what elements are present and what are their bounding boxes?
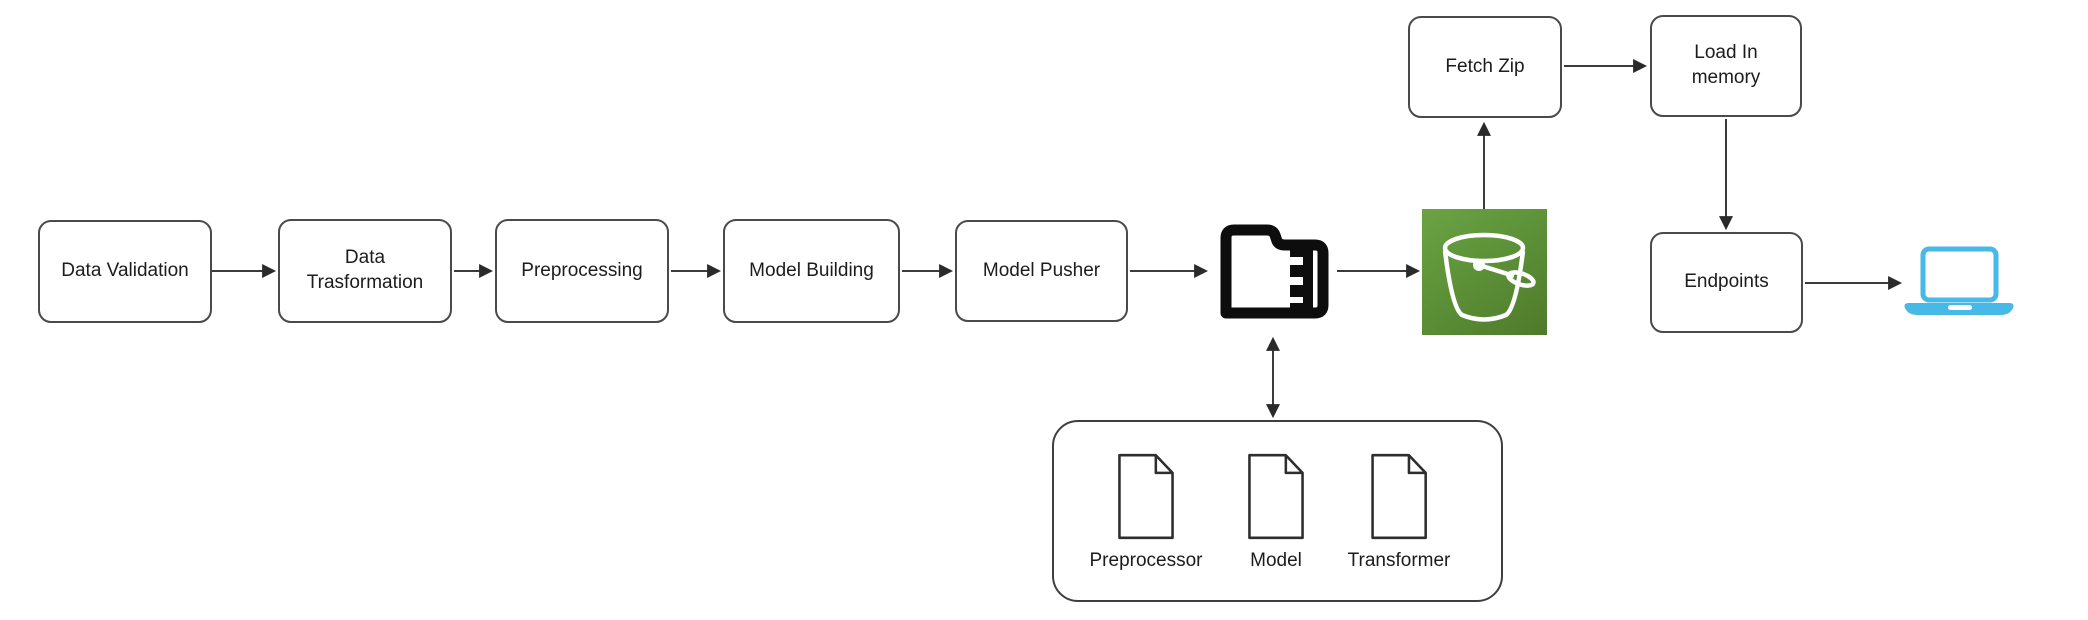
artifact-preprocessor: Preprocessor <box>1090 452 1203 572</box>
artifact-label: Transformer <box>1347 550 1451 571</box>
node-load-in-memory: Load In memory <box>1650 15 1802 117</box>
node-label: Model Building <box>749 259 874 281</box>
node-model-pusher: Model Pusher <box>955 220 1128 322</box>
document-icon <box>1371 453 1427 540</box>
zip-folder-icon <box>1211 217 1335 323</box>
artifacts-container: Preprocessor Model Transformer <box>1052 420 1503 602</box>
document-icon <box>1118 453 1174 540</box>
node-data-trasformation: Data Trasformation <box>278 219 452 323</box>
s3-bucket-icon <box>1422 209 1547 335</box>
artifact-model: Model <box>1247 452 1306 572</box>
document-icon <box>1248 453 1304 540</box>
node-label: Model Pusher <box>982 259 1101 281</box>
node-label: Endpoints <box>1684 271 1769 293</box>
node-label: Data Validation <box>61 260 189 282</box>
node-fetch-zip: Fetch Zip <box>1408 16 1562 118</box>
artifact-label: Model <box>1250 550 1302 571</box>
laptop-icon <box>1903 246 2015 318</box>
artifact-label: Preprocessor <box>1089 550 1203 571</box>
node-label: Load In memory <box>1691 42 1761 88</box>
node-preprocessing: Preprocessing <box>495 219 669 323</box>
node-data-validation: Data Validation <box>38 220 212 323</box>
artifact-transformer: Transformer <box>1347 452 1451 572</box>
node-label: Data Trasformation <box>306 247 424 293</box>
node-label: Fetch Zip <box>1445 55 1525 77</box>
node-label: Preprocessing <box>521 259 643 281</box>
node-model-building: Model Building <box>723 219 900 323</box>
node-endpoints: Endpoints <box>1650 232 1803 333</box>
